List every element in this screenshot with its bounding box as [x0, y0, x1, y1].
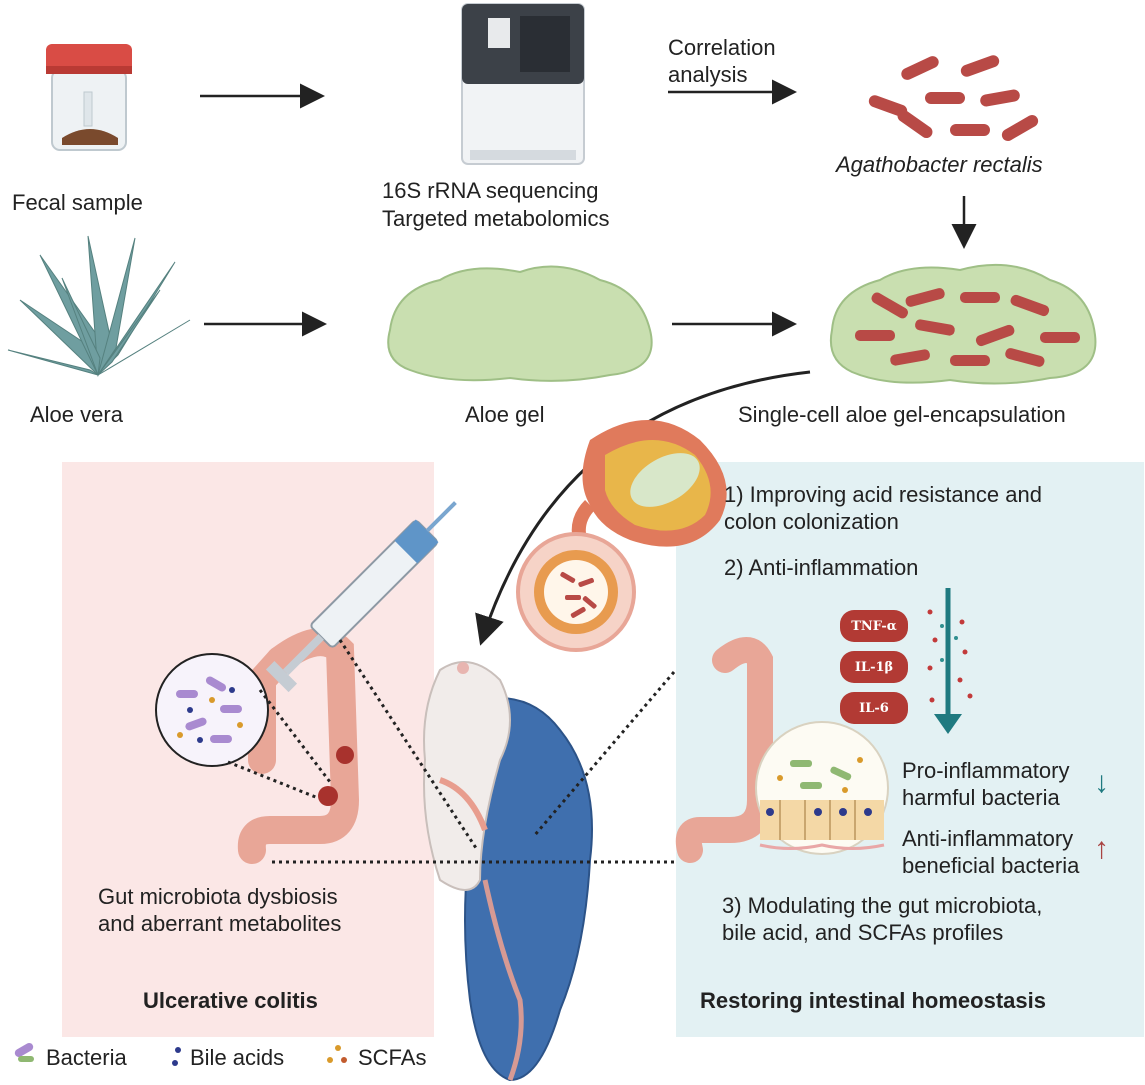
dysbiosis-magnifier-icon: [155, 653, 269, 767]
cytokine-il-1beta: IL-1β: [840, 651, 908, 683]
correlation-label-line2: analysis: [668, 62, 748, 87]
aloe-gel-blob-icon: [387, 265, 653, 382]
colon-lesion-icon: [336, 746, 354, 764]
restoring-homeostasis-title: Restoring intestinal homeostasis: [700, 988, 1046, 1013]
cytokine-il-6: IL-6: [840, 692, 908, 724]
pro-inflammatory-line2: harmful bacteria: [902, 785, 1060, 810]
decrease-arrow-icon: ↓: [1094, 766, 1109, 799]
fecal-sample-label: Fecal sample: [12, 190, 143, 215]
cytokine-dots: [927, 609, 973, 703]
sequencing-label-line1: 16S rRNA sequencing: [382, 178, 599, 203]
aloe-gel-label: Aloe gel: [465, 402, 545, 427]
legend-scfas-label: SCFAs: [358, 1045, 427, 1070]
benefit-2-label: 2) Anti-inflammation: [724, 555, 919, 580]
colon-cross-section-icon: [516, 532, 636, 652]
benefit-1-line2: colon colonization: [724, 509, 899, 534]
dysbiosis-label-line1: Gut microbiota dysbiosis: [98, 884, 338, 909]
fecal-sample-jar-icon: [46, 44, 132, 151]
anti-inflammatory-line1: Anti-inflammatory: [902, 826, 1074, 851]
sequencer-machine-icon: [461, 3, 585, 165]
ulcerative-colitis-title: Ulcerative colitis: [143, 988, 318, 1013]
healthy-colon-icon: [675, 637, 773, 863]
dysbiosis-label-line2: and aberrant metabolites: [98, 911, 342, 936]
encapsulated-bacteria-gel-icon: [830, 263, 1097, 385]
benefit-3-line2: bile acid, and SCFAs profiles: [722, 920, 1004, 945]
correlation-label-line1: Correlation: [668, 35, 776, 60]
scfas-legend-icon: [327, 1045, 347, 1063]
healthy-microbiota-magnifier-icon: [755, 721, 889, 855]
bacterium-name-label: Agathobacter rectalis: [836, 152, 1043, 177]
mouse-icon: [423, 661, 524, 1081]
benefit-1-line1: 1) Improving acid resistance and: [724, 482, 1042, 507]
syringe-icon: [265, 501, 457, 693]
bile-acids-legend-icon: [172, 1047, 181, 1066]
agathobacter-rectalis-bacteria-icon: [868, 55, 1039, 141]
increase-arrow-icon: ↑: [1094, 832, 1109, 865]
cytokine-tnf-alpha: TNF-α: [840, 610, 908, 642]
aloe-vera-label: Aloe vera: [30, 402, 123, 427]
benefit-3-line1: 3) Modulating the gut microbiota,: [722, 893, 1043, 918]
aloe-vera-plant-icon: [7, 235, 191, 377]
pro-inflammatory-line1: Pro-inflammatory: [902, 758, 1070, 783]
legend-bacteria-label: Bacteria: [46, 1045, 127, 1070]
sequencing-label-line2: Targeted metabolomics: [382, 206, 610, 231]
anti-inflammatory-line2: beneficial bacteria: [902, 853, 1080, 878]
encapsulation-label: Single-cell aloe gel-encapsulation: [738, 402, 1066, 427]
legend-bile-acids-label: Bile acids: [190, 1045, 285, 1070]
stomach-icon: [571, 420, 727, 547]
bacteria-legend-icon: [14, 1043, 34, 1062]
